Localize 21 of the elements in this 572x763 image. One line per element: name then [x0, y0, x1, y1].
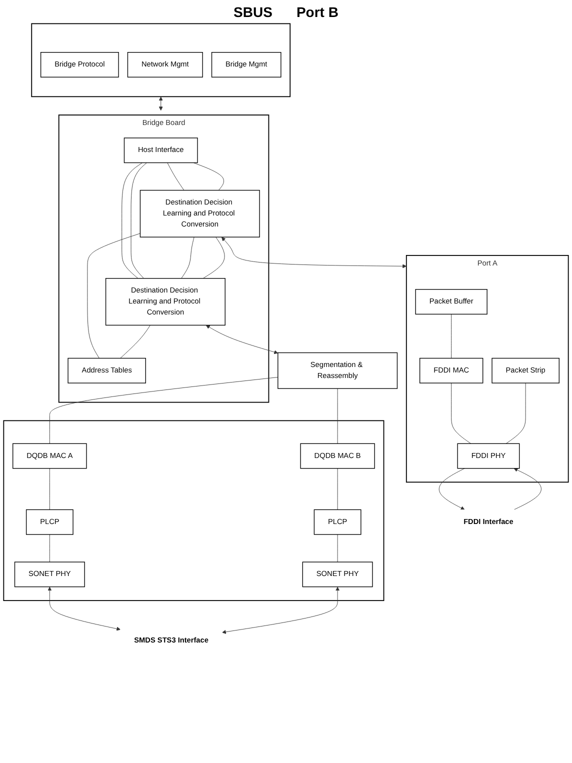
connector	[87, 233, 140, 358]
connector	[506, 382, 526, 444]
connector	[49, 534, 50, 562]
cluster	[31, 23, 291, 98]
connector	[120, 324, 150, 358]
connector	[337, 388, 338, 444]
connector	[193, 162, 224, 190]
connector	[122, 162, 143, 279]
connector	[337, 468, 338, 510]
connector	[202, 236, 225, 279]
bus-label: SBUS	[234, 4, 272, 20]
connector	[451, 382, 472, 444]
connector	[181, 236, 194, 279]
cluster	[3, 420, 384, 602]
connector	[49, 468, 50, 510]
connector	[337, 534, 338, 562]
connector	[130, 162, 147, 279]
connector	[167, 162, 184, 190]
connector	[49, 376, 278, 444]
connector	[451, 314, 452, 358]
bus-label: Port B	[296, 4, 338, 20]
